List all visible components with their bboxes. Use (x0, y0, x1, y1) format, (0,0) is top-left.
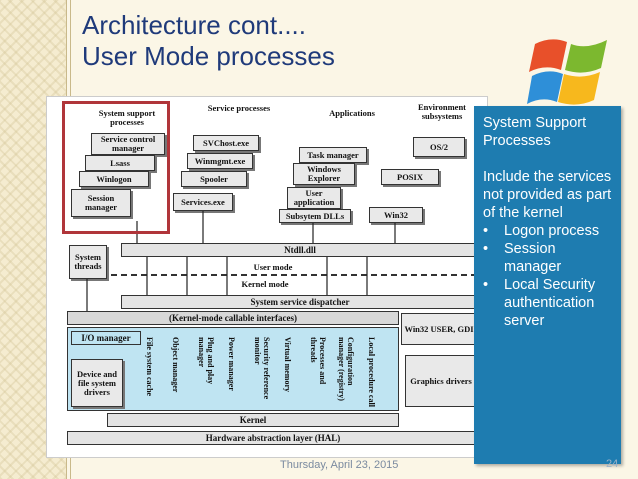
bar-hal: Hardware abstraction layer (HAL) (67, 431, 479, 445)
slide-date: Thursday, April 23, 2015 (280, 459, 399, 471)
callout-system-support-processes: System Support Processes Include the ser… (474, 106, 621, 464)
bar-ntdll: Ntdll.dll (121, 243, 479, 257)
box-session-manager: Session manager (71, 189, 131, 217)
exec-virtual-memory: Virtual memory (283, 337, 292, 393)
box-system-threads: System threads (69, 245, 107, 279)
bar-kernel: Kernel (107, 413, 399, 427)
box-os2: OS/2 (413, 137, 465, 157)
exec-object-manager: Object manager (171, 337, 180, 393)
label-kernel-mode: Kernel mode (241, 279, 289, 289)
box-subsystem-dlls: Subsytem DLLs (279, 209, 351, 223)
box-windows-explorer: Windows Explorer (293, 163, 355, 185)
callout-list: Logon process Session manager Local Secu… (483, 222, 613, 330)
box-winmgmt: Winmgmt.exe (187, 153, 253, 169)
slide-title: Architecture cont.... User Mode processe… (82, 10, 335, 72)
exec-local-procedure-call: Local procedure call (367, 337, 376, 407)
header-applications: Applications (329, 108, 375, 118)
diagram-arrows (86, 211, 396, 311)
box-services-exe: Services.exe (173, 193, 233, 211)
title-line-1: Architecture cont.... (82, 10, 306, 40)
box-win32: Win32 (369, 207, 423, 223)
exec-file-system-cache: File system cache (145, 337, 154, 397)
page-number: 24 (606, 458, 619, 470)
box-user-application: User application (287, 187, 341, 209)
architecture-diagram: System support processes Service process… (46, 96, 488, 458)
callout-item: Local Security authentication server (483, 276, 613, 330)
box-posix: POSIX (381, 169, 439, 185)
exec-plug-and-play-manager: Plug and play manager (197, 337, 215, 385)
highlight-frame-system-support (62, 101, 170, 234)
box-service-control-manager: Service control manager (91, 133, 165, 155)
callout-intro: Include the services not provided as par… (483, 169, 612, 221)
box-device-drivers: Device and file system drivers (71, 359, 123, 407)
bar-kernel-callable-interfaces: (Kernel-mode callable interfaces) (67, 311, 399, 325)
callout-heading: System Support Processes (483, 115, 587, 149)
title-line-2: User Mode processes (82, 41, 335, 71)
box-svchost: SVChost.exe (193, 135, 259, 151)
windows-logo-icon (527, 39, 607, 105)
exec-power-manager: Power manager (227, 337, 236, 391)
exec-security-reference-monitor: Security reference monitor (253, 337, 271, 400)
bar-io-manager: I/O manager (71, 331, 141, 345)
box-graphics-drivers: Graphics drivers (405, 355, 477, 407)
callout-item: Session manager (483, 240, 613, 276)
header-environment-subsystems: Environment subsystems (417, 102, 467, 121)
box-spooler: Spooler (181, 171, 247, 187)
box-winlogon: Winlogon (79, 171, 149, 187)
header-system-support: System support processes (98, 108, 156, 127)
exec-processes-and-threads: Processes and threads (309, 337, 327, 385)
label-user-mode: User mode (253, 262, 293, 272)
box-lsass: Lsass (85, 155, 155, 171)
mode-divider (111, 274, 477, 276)
box-task-manager: Task manager (299, 147, 367, 163)
header-service-processes: Service processes (207, 103, 271, 113)
box-win32-user-gdi: Win32 USER, GDI (401, 313, 477, 345)
exec-configuration-manager: Configuration manager (registry) (337, 337, 355, 401)
callout-item: Logon process (483, 222, 613, 240)
